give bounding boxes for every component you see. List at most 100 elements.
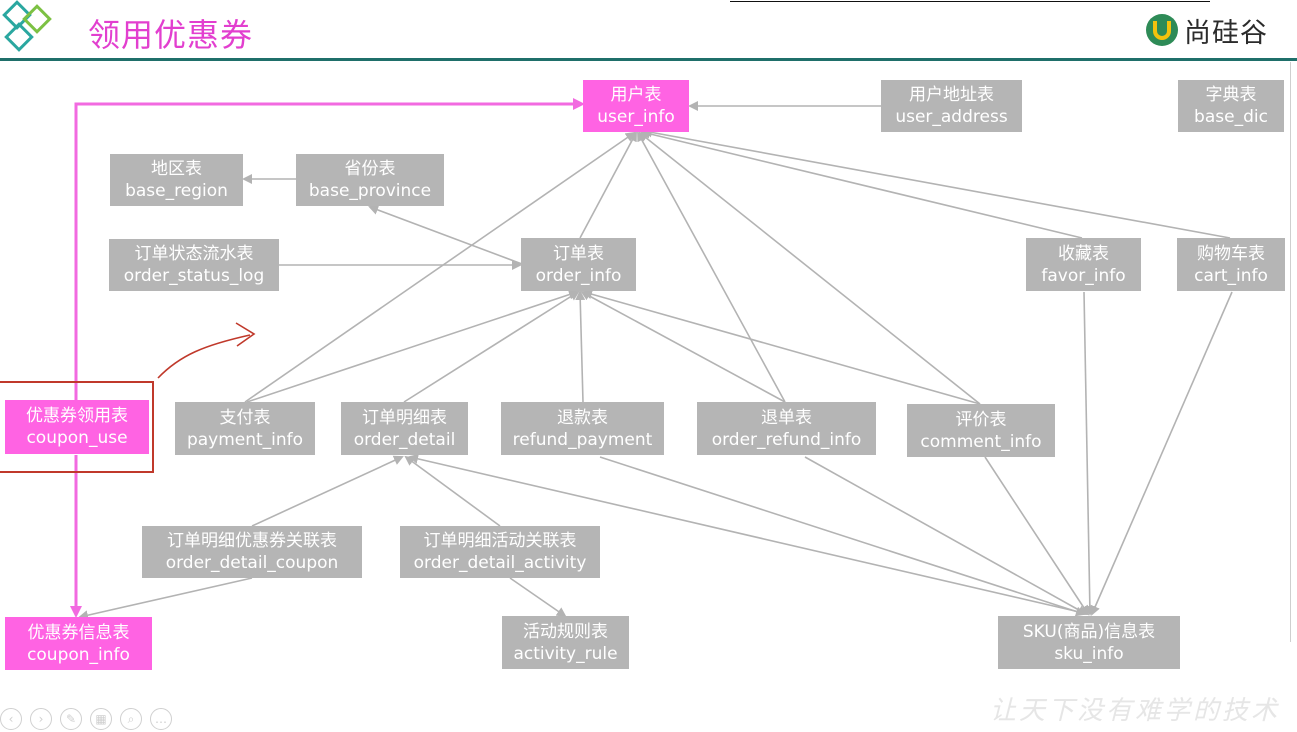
node-label-en: order_refund_info — [711, 429, 862, 450]
node-base-province[interactable]: 省份表 base_province — [296, 154, 444, 206]
node-label-cn: 订单明细优惠券关联表 — [167, 531, 337, 551]
node-label-cn: 订单明细活动关联表 — [423, 531, 577, 551]
node-label-cn: 支付表 — [219, 407, 271, 428]
edge-favor-to-sku — [1083, 291, 1095, 616]
node-order-detail-activity[interactable]: 订单明细活动关联表 order_detail_activity — [400, 526, 600, 578]
node-cart-info[interactable]: 购物车表 cart_info — [1177, 238, 1285, 291]
node-label-en: base_dic — [1194, 107, 1268, 127]
edge-detail-activity-to-order-detail — [404, 455, 501, 527]
edge-detail-activity-to-activity-rule — [509, 577, 567, 618]
slide-edge — [1290, 62, 1291, 642]
prev-slide-icon[interactable]: ‹ — [0, 708, 22, 730]
node-favor-info[interactable]: 收藏表 favor_info — [1026, 238, 1141, 291]
edge-detail-coupon-to-order-detail — [251, 455, 404, 527]
node-label-en: order_info — [535, 265, 622, 286]
edge-sku-to-order-detail — [408, 453, 1089, 615]
node-label-en: base_region — [125, 181, 228, 201]
node-order-detail[interactable]: 订单明细表 order_detail — [341, 402, 468, 455]
node-label-en: refund_payment — [512, 429, 653, 450]
brand-name: 尚硅谷 — [1184, 17, 1268, 49]
edge-comment-to-sku — [984, 456, 1090, 616]
slide-header: 领用优惠券 尚硅谷 — [0, 0, 1297, 62]
header-bar — [0, 58, 1297, 61]
node-label-en: order_detail_activity — [413, 553, 587, 573]
edge-order-info-to-province — [368, 205, 523, 265]
node-sku-info[interactable]: SKU(商品)信息表 sku_info — [998, 616, 1180, 669]
node-label-cn: 订单状态流水表 — [134, 244, 254, 264]
node-order-detail-coupon[interactable]: 订单明细优惠券关联表 order_detail_coupon — [142, 526, 362, 578]
edge-order-refund-to-user-info — [637, 131, 786, 403]
node-label-cn: 订单表 — [553, 243, 604, 264]
more-options-icon[interactable]: … — [150, 708, 172, 730]
node-label-cn: 优惠券领用表 — [26, 406, 128, 426]
node-label-cn: 地区表 — [151, 159, 202, 179]
node-label-cn: 优惠券信息表 — [27, 622, 130, 643]
node-label-en: activity_rule — [513, 643, 618, 664]
node-base-dic[interactable]: 字典表 base_dic — [1178, 80, 1284, 132]
edge-refund-payment-to-order-info — [575, 290, 586, 403]
brand-logo: 尚硅谷 — [1144, 10, 1268, 50]
node-coupon-use[interactable]: 优惠券领用表 coupon_use — [5, 400, 149, 454]
node-label-en: base_province — [308, 181, 432, 201]
node-label-cn: 用户表 — [610, 85, 662, 105]
node-label-en: favor_info — [1041, 265, 1126, 286]
node-user-address[interactable]: 用户地址表 user_address — [881, 80, 1022, 132]
node-comment-info[interactable]: 评价表 comment_info — [907, 404, 1055, 457]
node-order-info[interactable]: 订单表 order_info — [521, 238, 636, 291]
edge-order-detail-to-order-info — [403, 290, 580, 403]
node-label-en: coupon_use — [26, 428, 128, 448]
node-label-en: order_detail_coupon — [165, 553, 339, 573]
edge-refund-payment-to-sku — [599, 456, 1086, 617]
edge-cart-to-sku — [1090, 291, 1233, 616]
node-activity-rule[interactable]: 活动规则表 activity_rule — [502, 616, 629, 669]
node-label-cn: 退款表 — [557, 407, 608, 428]
node-label-cn: 用户地址表 — [909, 85, 994, 105]
node-label-en: sku_info — [1054, 643, 1124, 664]
edge-payment-to-user-info — [244, 131, 636, 403]
node-label-cn: 省份表 — [344, 159, 396, 179]
slides-grid-icon[interactable]: ▦ — [90, 708, 112, 730]
hand-drawn-arrow — [157, 322, 256, 379]
node-user-info[interactable]: 用户表 user_info — [583, 80, 689, 132]
node-label-cn: 收藏表 — [1058, 243, 1109, 264]
node-label-cn: 退单表 — [761, 407, 812, 428]
footer-slogan: 让天下没有难学的技术 — [990, 696, 1281, 726]
pen-icon[interactable]: ✎ — [60, 708, 82, 730]
node-label-cn: 订单明细表 — [362, 407, 447, 428]
diamond-logo-icon — [2, 0, 52, 52]
node-refund-payment[interactable]: 退款表 refund_payment — [501, 402, 664, 455]
top-divider — [730, 1, 1210, 2]
node-label-en: order_status_log — [123, 266, 265, 286]
next-slide-icon[interactable]: › — [30, 708, 52, 730]
zoom-icon[interactable]: ⌕ — [120, 708, 142, 730]
node-label-en: user_info — [597, 107, 675, 127]
node-order-refund-info[interactable]: 退单表 order_refund_info — [697, 402, 876, 455]
node-label-en: payment_info — [186, 429, 304, 450]
edge-comment-to-user-info — [638, 131, 981, 405]
edge-cart-to-user-info — [642, 127, 1231, 239]
node-label-cn: 活动规则表 — [523, 621, 608, 642]
node-label-en: user_address — [895, 107, 1008, 127]
edge-coupon-use-to-user-info — [74, 98, 585, 400]
edge-order-info-to-user-info — [579, 131, 637, 239]
node-coupon-info[interactable]: 优惠券信息表 coupon_info — [5, 617, 152, 670]
node-label-cn: 字典表 — [1205, 85, 1257, 105]
node-base-region[interactable]: 地区表 base_region — [110, 154, 243, 206]
u-logo-icon — [1146, 14, 1178, 46]
edge-detail-coupon-to-coupon-info — [78, 577, 253, 621]
node-label-cn: SKU(商品)信息表 — [1022, 621, 1156, 642]
annotation-box — [0, 381, 154, 473]
edge-payment-to-order-info — [246, 289, 579, 403]
node-payment-info[interactable]: 支付表 payment_info — [175, 402, 315, 455]
edge-order-refund-to-order-info — [580, 291, 786, 403]
slideshow-toolbar: ‹ › ✎ ▦ ⌕ … — [0, 708, 172, 732]
node-label-cn: 评价表 — [955, 409, 1007, 430]
node-order-status-log[interactable]: 订单状态流水表 order_status_log — [109, 239, 279, 291]
node-label-cn: 购物车表 — [1197, 243, 1265, 264]
edge-comment-to-order-info — [582, 289, 981, 405]
node-label-en: coupon_info — [27, 644, 130, 665]
node-label-en: order_detail — [353, 429, 456, 450]
node-label-en: cart_info — [1194, 265, 1268, 286]
page-title: 领用优惠券 — [88, 16, 254, 54]
